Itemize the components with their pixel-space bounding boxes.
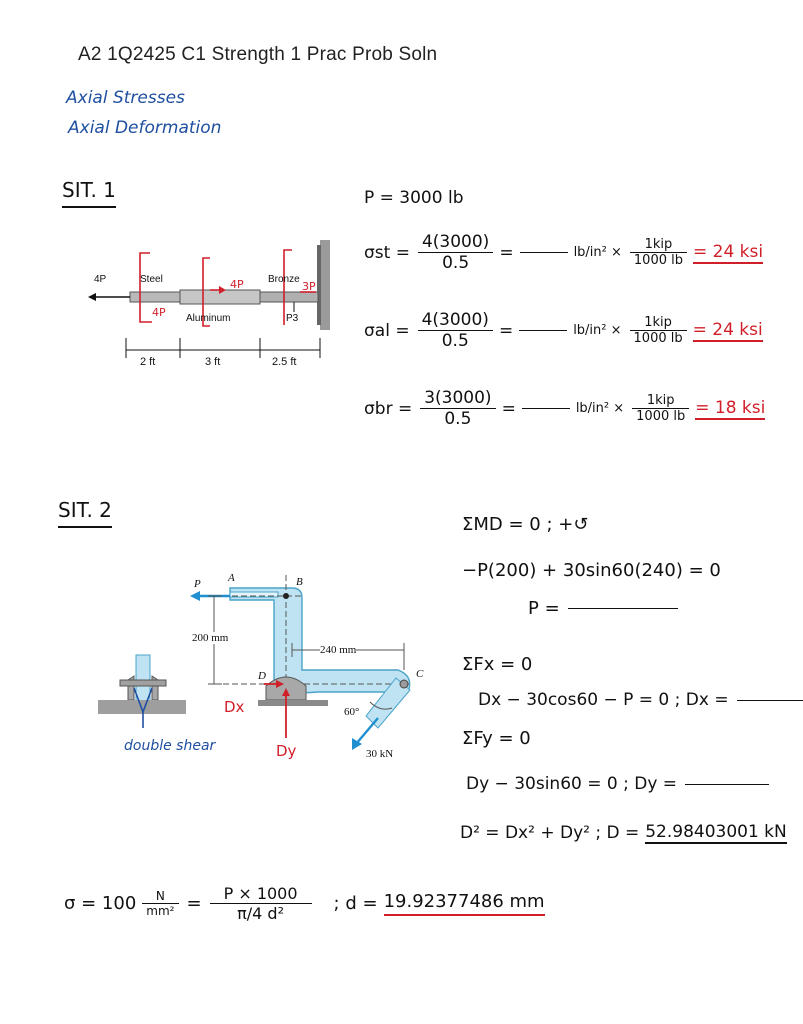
- dim-200mm: 200 mm: [192, 632, 229, 644]
- sigma-br-row: σbr = 3(3000) 0.5 = lb/in² × 1kip 1000 l…: [364, 388, 766, 429]
- label-bronze: Bronze: [268, 274, 300, 285]
- reaction-dx: Dx: [224, 698, 245, 716]
- topic-axial-deformation: Axial Deformation: [68, 118, 222, 138]
- eq-p-result-row: P =: [528, 598, 678, 619]
- sigma-br-conversion: 1kip 1000 lb: [632, 393, 690, 424]
- aluminum-bar: [179, 289, 261, 305]
- dim-3ft: 3 ft: [205, 356, 221, 368]
- sigma-br-den: 0.5: [444, 409, 472, 429]
- label-p3: P3: [286, 313, 299, 324]
- sigma-br-units: lb/in² ×: [575, 401, 625, 416]
- reaction-dy: Dy: [276, 742, 297, 760]
- label-a: A: [228, 572, 235, 584]
- sigma-al-conversion: 1kip 1000 lb: [629, 315, 687, 346]
- sigma-steel-blank: [519, 252, 568, 253]
- angle-60: 60°: [344, 706, 360, 718]
- sigma-steel-den: 0.5: [442, 253, 470, 273]
- label-c: C: [416, 668, 424, 680]
- sigma-steel-fraction: 4(3000) 0.5: [417, 232, 494, 273]
- sigma-steel-row: σst = 4(3000) 0.5 = lb/in² × 1kip 1000 l…: [364, 232, 764, 273]
- page-title: A2 1Q2425 C1 Strength 1 Prac Prob Soln: [78, 44, 438, 65]
- sigma-br-fraction: 3(3000) 0.5: [420, 388, 496, 429]
- stress-lhs: σ = 100: [64, 893, 137, 914]
- label-d: D: [258, 670, 266, 682]
- label-steel: Steel: [140, 274, 163, 285]
- eq-d-expression: D² = Dx² + Dy² ; D =: [460, 823, 640, 843]
- sit1-label: SIT. 1: [62, 178, 116, 208]
- sit1-figure: [88, 240, 330, 358]
- sigma-br-blank: [521, 408, 570, 409]
- d-label: ; d =: [333, 893, 378, 914]
- eq-dx-blank: [736, 699, 803, 701]
- eq-dx-row: Dx − 30cos60 − P = 0 ; Dx =: [478, 690, 803, 710]
- sit2-label: SIT. 2: [58, 498, 112, 528]
- wall: [320, 240, 330, 330]
- stress-fraction: P × 1000 π/4 d²: [209, 884, 312, 923]
- double-shear-label: double shear: [124, 738, 216, 754]
- sigma-al-result: = 24 ksi: [692, 319, 763, 342]
- steel-bar: [129, 291, 181, 303]
- dim-2-5ft: 2.5 ft: [272, 356, 297, 368]
- sigma-al-num: 4(3000): [417, 310, 493, 331]
- sigma-steel-num: 4(3000): [417, 232, 494, 253]
- eq-d-value: 52.98403001 kN: [645, 822, 787, 844]
- topic-axial-stresses: Axial Stresses: [66, 88, 185, 108]
- eq-sum-fx: ΣFx = 0: [462, 654, 533, 675]
- force-30kn: 30 kN: [366, 748, 394, 760]
- sigma-br-symbol: σbr =: [364, 398, 413, 419]
- sigma-steel-symbol: σst =: [364, 242, 410, 263]
- label-4p-left: 4P: [94, 274, 107, 285]
- sigma-al-row: σal = 4(3000) 0.5 = lb/in² × 1kip 1000 l…: [364, 310, 763, 351]
- label-b: B: [296, 576, 303, 588]
- stress-numerator: P × 1000: [209, 884, 312, 904]
- eq-sum-fy: ΣFy = 0: [462, 728, 531, 749]
- fbd-4p-steel: 4P: [152, 306, 166, 319]
- stress-diameter-row: σ = 100 N mm² = P × 1000 π/4 d² ; d = 19…: [64, 884, 545, 923]
- stress-unit: N mm²: [142, 889, 179, 918]
- bracket-body: [229, 587, 411, 694]
- eq-dy-blank: [685, 783, 770, 785]
- dim-240mm: 240 mm: [320, 644, 357, 656]
- sigma-al-units: lb/in² ×: [573, 323, 622, 338]
- label-p: P: [194, 578, 201, 590]
- eq-dy-expression: Dy − 30sin60 = 0 ; Dy =: [466, 774, 678, 794]
- fbd-3p-bronze: 3P: [302, 280, 316, 293]
- sigma-al-fraction: 4(3000) 0.5: [417, 310, 493, 351]
- fbd-4p-aluminum: 4P: [230, 278, 244, 291]
- sigma-steel-units: lb/in² ×: [573, 245, 622, 260]
- given-p: P = 3000 lb: [364, 188, 464, 208]
- label-aluminum: Aluminum: [186, 313, 231, 324]
- eq-moment-expression: −P(200) + 30sin60(240) = 0: [462, 560, 721, 581]
- sigma-al-blank: [519, 330, 568, 331]
- stress-denominator: π/4 d²: [237, 904, 284, 923]
- eq-dx-expression: Dx − 30cos60 − P = 0 ; Dx =: [478, 690, 729, 710]
- eq-sum-moments: ΣMD = 0 ; +↺: [462, 514, 589, 535]
- sigma-al-den: 0.5: [441, 331, 469, 351]
- sigma-steel-conversion: 1kip 1000 lb: [629, 237, 687, 268]
- eq-dy-row: Dy − 30sin60 = 0 ; Dy =: [466, 774, 770, 794]
- sit2-figure: [98, 575, 411, 750]
- eq-d-row: D² = Dx² + Dy² ; D = 52.98403001 kN: [460, 822, 787, 844]
- d-value: 19.92377486 mm: [383, 891, 545, 916]
- eq-p-blank: [567, 608, 678, 609]
- sigma-br-result: = 18 ksi: [695, 397, 766, 420]
- sigma-steel-result: = 24 ksi: [693, 241, 764, 264]
- sigma-br-num: 3(3000): [420, 388, 496, 409]
- sigma-al-symbol: σal =: [364, 320, 410, 341]
- dim-2ft: 2 ft: [140, 356, 156, 368]
- eq-p-label: P =: [528, 598, 560, 619]
- bronze-bar: [259, 291, 319, 303]
